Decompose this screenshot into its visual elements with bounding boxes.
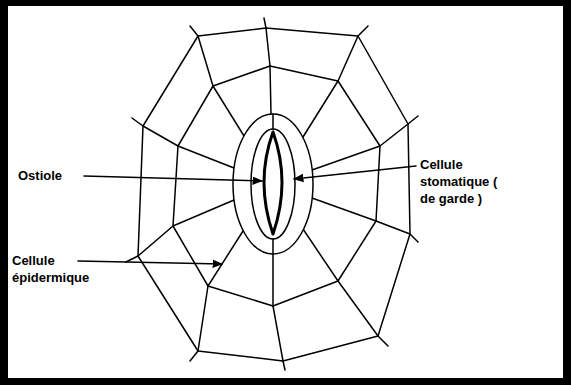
cell-wall: [138, 28, 410, 361]
ostiole-pore: [264, 132, 282, 234]
part-label: Cellule stomatique ( de garde ): [420, 156, 508, 207]
part-label: Cellule épidermique: [12, 252, 107, 286]
cell-wall: [138, 28, 410, 361]
guard-cell-inner: [251, 129, 295, 239]
cell-wall-stub: [126, 18, 418, 370]
leader-arrow: [294, 166, 416, 179]
frame-panel: Ostiole Cellule stomatique ( de garde ) Ce…: [8, 6, 563, 378]
cell-wall: [173, 66, 380, 306]
leader-arrow: [78, 261, 222, 264]
part-label: Ostiole: [18, 167, 88, 184]
guard-cell-outline: [233, 114, 313, 254]
leader-arrow: [84, 176, 262, 181]
cell-wall: [173, 66, 380, 306]
